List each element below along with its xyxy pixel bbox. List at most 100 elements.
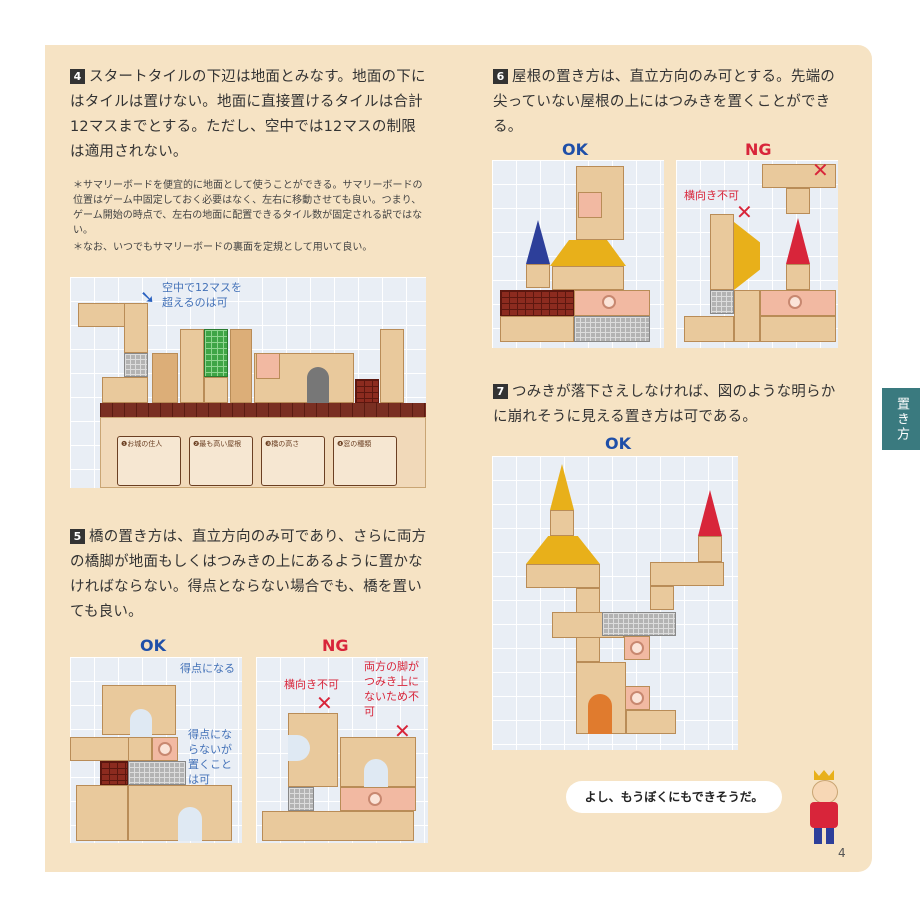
brick-tile bbox=[100, 761, 128, 785]
brick-tile bbox=[355, 379, 379, 403]
leg bbox=[814, 828, 822, 844]
section-4-annotation: 空中で12マスを超えるのは可 bbox=[162, 281, 242, 309]
block bbox=[760, 316, 836, 342]
board-cell-3: ❸橋の高さ bbox=[261, 436, 325, 486]
section-6-ng-label: NG bbox=[745, 140, 772, 159]
block bbox=[204, 377, 228, 403]
bridge-arch bbox=[130, 709, 152, 737]
block bbox=[550, 510, 574, 536]
face bbox=[812, 780, 838, 804]
window-tile bbox=[256, 353, 280, 379]
gray-tile bbox=[128, 761, 186, 785]
gray-tile bbox=[574, 316, 650, 342]
red-roof bbox=[698, 490, 722, 536]
red-roof bbox=[786, 218, 810, 264]
board-cell-4: ❹窓の種類 bbox=[333, 436, 397, 486]
ng-x-icon: ✕ bbox=[316, 691, 333, 715]
ground-strip bbox=[100, 403, 426, 417]
page-number: 4 bbox=[838, 846, 846, 860]
section-4-illustration: ❶お城の住人 ❷最も高い屋根 ❸橋の高さ ❹窓の種類 空中で12マスを超えるのは… bbox=[70, 277, 426, 488]
section-5-number: 5 bbox=[70, 529, 85, 544]
block bbox=[698, 536, 722, 562]
block bbox=[380, 329, 404, 403]
board-cell-2: ❷最も高い屋根 bbox=[189, 436, 253, 486]
section-5-annotation-c: 横向き不可 bbox=[284, 678, 339, 691]
block bbox=[734, 290, 760, 342]
block bbox=[786, 188, 810, 214]
blue-roof bbox=[526, 220, 550, 264]
door-icon bbox=[588, 694, 612, 734]
block bbox=[762, 164, 836, 188]
ng-x-icon: ✕ bbox=[736, 200, 753, 224]
block bbox=[180, 329, 204, 403]
section-5-annotation-a: 得点になる bbox=[180, 662, 235, 675]
prince-character bbox=[802, 770, 846, 848]
board-cell-1: ❶お城の住人 bbox=[117, 436, 181, 486]
block bbox=[230, 329, 252, 403]
block bbox=[102, 377, 148, 403]
block bbox=[152, 353, 178, 403]
door-icon bbox=[307, 367, 329, 403]
block bbox=[786, 264, 810, 290]
section-5-ok-label: OK bbox=[140, 636, 166, 655]
sideways-yellow-roof bbox=[734, 222, 760, 290]
section-6-ng-panel: ✕ 横向き不可 ✕ bbox=[676, 160, 838, 348]
block bbox=[500, 316, 574, 342]
block bbox=[76, 785, 128, 841]
section-5-annotation-d: 両方の脚がつみき上にないため不可 bbox=[364, 660, 419, 718]
leg bbox=[826, 828, 834, 844]
ng-x-icon: ✕ bbox=[394, 719, 411, 743]
crown-icon bbox=[814, 770, 834, 780]
block bbox=[710, 214, 734, 290]
section-4-note-2: ＊なお、いつでもサマリーボードの裏面を定規として用いて良い。 bbox=[73, 242, 373, 253]
window-icon bbox=[158, 742, 172, 756]
block bbox=[626, 710, 676, 734]
ng-x-icon: ✕ bbox=[812, 160, 829, 182]
block bbox=[684, 316, 734, 342]
section-4-note-1: ＊サマリーボードを便宜的に地面として使うことができる。サマリーボードの位置はゲー… bbox=[73, 180, 423, 236]
section-5-ok-panel: 得点になる 得点にならないが置くことは可 bbox=[70, 657, 242, 843]
window-icon bbox=[630, 641, 644, 655]
section-4-number: 4 bbox=[70, 69, 85, 84]
green-tile bbox=[204, 329, 228, 377]
section-7-panel bbox=[492, 456, 738, 750]
block bbox=[124, 303, 148, 353]
section-5-annotation-b: 得点にならないが置くことは可 bbox=[188, 728, 232, 786]
section-7-ok-label: OK bbox=[605, 434, 631, 453]
yellow-spire bbox=[550, 464, 574, 510]
arrow-icon: ➘ bbox=[140, 287, 156, 308]
section-6-annotation: 横向き不可 bbox=[684, 189, 739, 202]
block bbox=[526, 564, 600, 588]
yellow-roof bbox=[550, 240, 626, 266]
section-5-ng-label: NG bbox=[322, 636, 349, 655]
window-icon bbox=[630, 691, 644, 705]
window-icon bbox=[602, 295, 616, 309]
section-6-ok-label: OK bbox=[562, 140, 588, 159]
gray-tile bbox=[710, 290, 734, 314]
block bbox=[262, 811, 414, 841]
block bbox=[526, 264, 550, 288]
bridge-arch bbox=[178, 807, 202, 841]
brick-tile bbox=[500, 290, 574, 316]
window-icon bbox=[788, 295, 802, 309]
gray-tile bbox=[288, 787, 314, 811]
bridge-arch bbox=[288, 735, 310, 761]
section-6-ok-panel bbox=[492, 160, 664, 348]
gray-tile bbox=[602, 612, 676, 636]
speech-bubble: よし、もうぼくにもできそうだ。 bbox=[566, 781, 782, 813]
block bbox=[128, 737, 152, 761]
section-tab[interactable]: 置き方 bbox=[882, 388, 920, 450]
section-7-number: 7 bbox=[493, 384, 508, 399]
yellow-roof bbox=[526, 536, 600, 564]
section-5-ng-panel: 横向き不可 ✕ 両方の脚がつみき上にないため不可 ✕ bbox=[256, 657, 428, 843]
section-6-number: 6 bbox=[493, 69, 508, 84]
window-tile bbox=[578, 192, 602, 218]
block bbox=[650, 562, 724, 586]
block bbox=[552, 266, 624, 290]
block bbox=[650, 586, 674, 610]
bridge-arch bbox=[364, 759, 388, 787]
